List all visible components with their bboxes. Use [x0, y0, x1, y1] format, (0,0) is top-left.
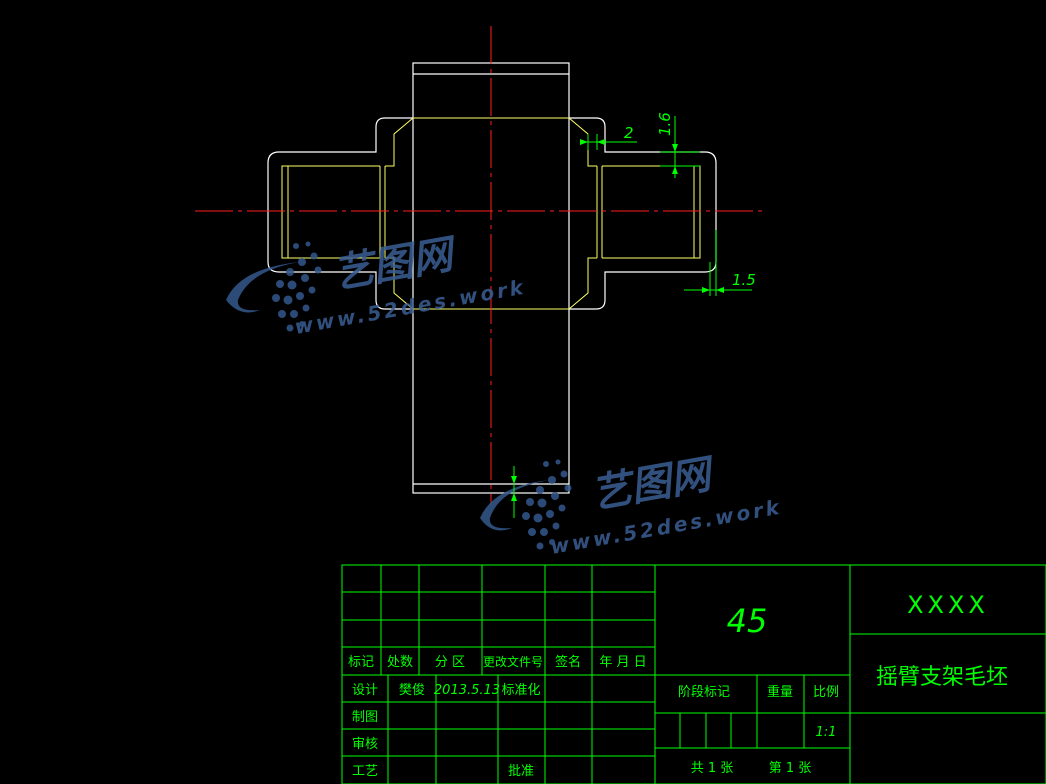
company-name: XXXX	[907, 591, 989, 619]
weight-label: 重量	[767, 684, 793, 700]
design-date: 2013.5.13	[434, 683, 500, 698]
header-change-doc: 更改文件号	[483, 654, 543, 669]
watermark-swoosh	[226, 262, 300, 313]
header-signature: 签名	[555, 654, 581, 670]
part-inner-lines	[281, 117, 701, 310]
header-zone: 分 区	[435, 655, 465, 670]
role-process: 工艺	[352, 764, 378, 779]
header-date: 年 月 日	[599, 655, 646, 670]
scale-value: 1:1	[816, 725, 837, 740]
sheet-number: 第 1 张	[769, 761, 812, 776]
dimension-bottom-mark	[511, 466, 517, 518]
material-label: 45	[727, 602, 768, 640]
dimension-1-6-label: 1.6	[656, 112, 674, 136]
watermark-swoosh	[480, 480, 550, 531]
dimension-1-5: 1.5	[684, 230, 756, 296]
approve-label: 批准	[508, 764, 534, 779]
standardization-label: 标准化	[501, 683, 540, 698]
dimension-1-5-label: 1.5	[732, 271, 756, 289]
designer-name: 樊俊	[399, 683, 425, 698]
dimension-annotations: 2 1.6 1.5	[511, 112, 756, 518]
scale-label: 比例	[813, 685, 839, 700]
left-boss	[267, 117, 413, 310]
header-mark: 标记	[348, 655, 374, 670]
dimension-1-6: 1.6	[656, 112, 700, 178]
stage-mark-label: 阶段标记	[678, 685, 730, 700]
watermark-globe-icon	[522, 459, 572, 550]
title-block	[341, 564, 1046, 784]
center-lines	[195, 26, 762, 505]
dimension-2: 2	[580, 124, 637, 150]
watermark-globe-icon	[272, 241, 322, 332]
role-draft: 制图	[352, 710, 378, 725]
role-design: 设计	[352, 683, 378, 698]
title-block-text: 45 XXXX 摇臂支架毛坯 标记 处数 分 区 更改文件号 签名 年 月 日 …	[348, 591, 1008, 779]
dimension-2-label: 2	[624, 124, 634, 142]
role-review: 审核	[352, 737, 378, 752]
part-name: 摇臂支架毛坯	[876, 665, 1008, 690]
total-sheets: 共 1 张	[691, 761, 734, 776]
header-count: 处数	[387, 655, 413, 670]
right-boss	[569, 117, 717, 310]
